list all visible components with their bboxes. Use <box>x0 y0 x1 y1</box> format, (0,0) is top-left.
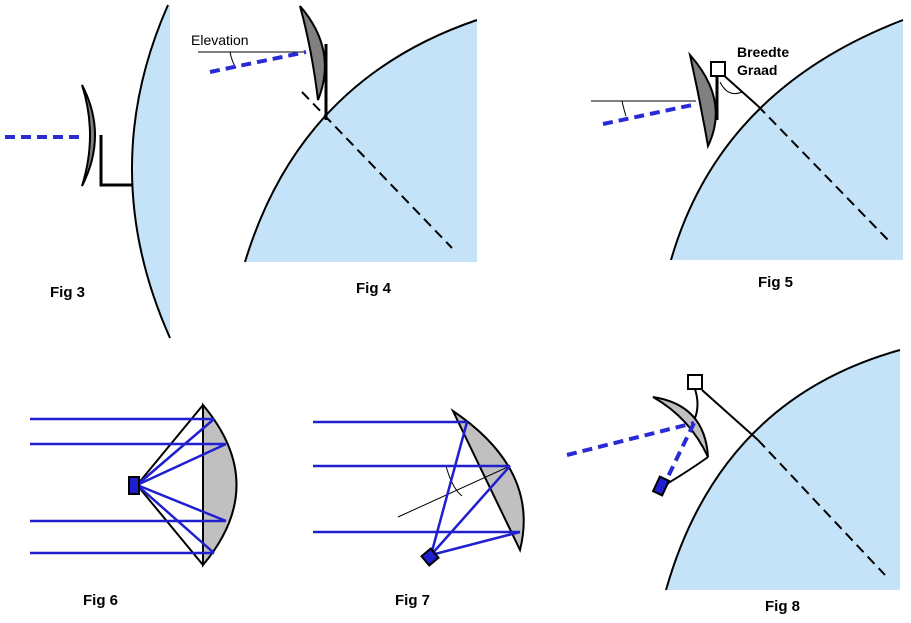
fig3-dish <box>81 84 96 187</box>
fig8-pole-arm <box>694 388 699 419</box>
fig7-receiver <box>420 547 440 567</box>
fig5-label: Fig 5 <box>758 274 793 291</box>
fig8-earth <box>666 350 900 590</box>
fig6-reflect-1 <box>136 418 215 486</box>
fig6-support-bottom <box>136 484 204 566</box>
fig4-signal-line <box>209 50 307 74</box>
fig8-pole-line <box>701 389 759 441</box>
fig8-reflected-signal <box>662 422 696 486</box>
fig5-latitude-arc <box>719 81 743 95</box>
fig5-group: Breedte Graad Fig 5 <box>591 19 904 291</box>
fig5-graad-label: Graad <box>737 62 777 78</box>
fig4-group: Elevation Fig 4 <box>191 5 478 297</box>
fig5-earth <box>671 20 903 260</box>
fig6-group: Fig 6 <box>30 402 238 609</box>
fig5-pole-line <box>719 71 759 107</box>
fig4-label: Fig 4 <box>356 280 392 297</box>
fig5-dish <box>688 51 717 150</box>
fig4-earth-edge <box>244 19 478 263</box>
fig5-earth-edge <box>670 19 904 261</box>
fig8-receiver <box>651 475 671 497</box>
fig8-group: Fig 8 <box>566 349 901 615</box>
fig7-reflect-1 <box>429 421 469 556</box>
fig7-reflect-2 <box>430 465 511 556</box>
fig3-mount <box>99 135 132 187</box>
fig6-reflect-2 <box>136 442 227 487</box>
fig7-axis-line <box>397 465 511 518</box>
fig3-earth-edge <box>131 4 171 339</box>
fig7-axis-arc <box>445 465 463 497</box>
fig7-group: Fig 7 <box>313 408 525 609</box>
fig6-dish <box>202 402 238 568</box>
fig6-reflect-3 <box>136 483 227 523</box>
fig4-elevation-label: Elevation <box>191 32 249 48</box>
fig7-label: Fig 7 <box>395 592 430 609</box>
fig5-angle-arc <box>621 100 627 117</box>
fig5-pole-marker <box>710 61 726 77</box>
fig7-incoming-rays <box>313 420 520 534</box>
fig3-label: Fig 3 <box>50 284 85 301</box>
fig6-reflect-4 <box>136 484 215 554</box>
fig8-signal-line <box>566 421 695 457</box>
fig8-label: Fig 8 <box>765 598 800 615</box>
fig4-earth <box>245 20 477 262</box>
fig7-dish <box>450 408 525 553</box>
fig6-receiver <box>128 476 140 495</box>
fig7-reflect-3 <box>430 530 521 557</box>
fig6-label: Fig 6 <box>83 592 118 609</box>
fig5-breedte-label: Breedte <box>737 44 789 60</box>
fig4-dish <box>299 5 326 101</box>
fig5-signal-line <box>602 102 698 126</box>
fig6-incoming-rays <box>30 417 226 555</box>
fig7-reflected-rays <box>429 421 521 557</box>
fig3-group: Fig 3 <box>5 4 171 339</box>
fig6-reflected-rays <box>136 418 227 554</box>
fig8-pole-marker <box>687 374 703 390</box>
